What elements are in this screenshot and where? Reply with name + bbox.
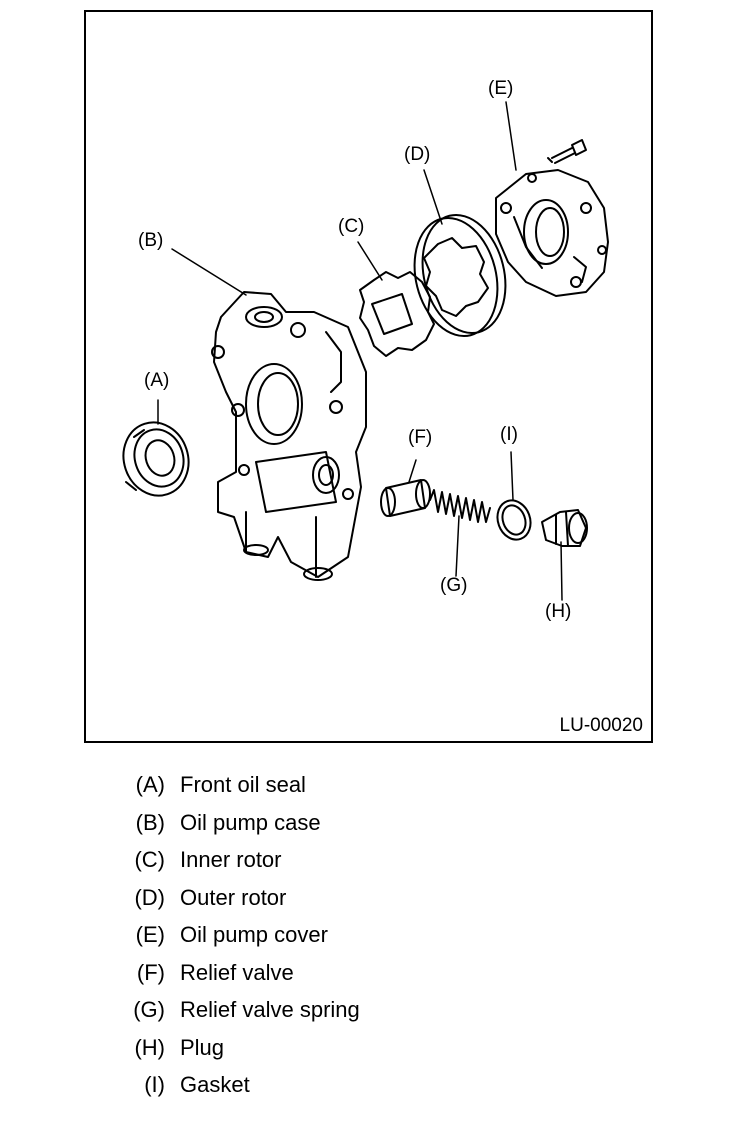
oil-pump-case-part (211, 291, 367, 581)
legend-row: (C) Inner rotor (100, 845, 520, 883)
callout-g: (G) (440, 575, 468, 596)
callout-c: (C) (338, 216, 365, 237)
callout-e: (E) (488, 78, 514, 99)
legend-row: (A) Front oil seal (100, 770, 520, 808)
legend-row: (D) Outer rotor (100, 883, 520, 921)
callout-d: (D) (404, 144, 431, 165)
gasket-part (496, 499, 532, 541)
legend-row: (G) Relief valve spring (100, 995, 520, 1033)
legend-label: Oil pump case (180, 809, 321, 835)
leader-lines (157, 101, 563, 601)
exploded-diagram-frame: (A) (B) (C) (D) (E) (F) (G) (H) (I) LU-0… (84, 10, 653, 743)
legend-label: Gasket (180, 1072, 250, 1097)
legend-key: (B) (135, 809, 165, 835)
legend-label: Front oil seal (180, 772, 306, 797)
legend-row: (E) Oil pump cover (100, 920, 520, 958)
front-oil-seal-part (122, 421, 190, 497)
legend-label: Outer rotor (180, 884, 287, 910)
inner-rotor-part (359, 271, 435, 357)
legend-label: Plug (180, 1034, 225, 1060)
legend-key: (D) (134, 884, 165, 910)
relief-valve-spring-part (429, 489, 491, 523)
callout-h: (H) (545, 601, 572, 622)
figure-code: LU-00020 (559, 715, 643, 736)
oil-pump-cover-part (495, 139, 609, 297)
legend-label: Relief valve spring (180, 997, 360, 1022)
legend-label: Relief valve (180, 959, 294, 985)
outer-rotor-part (413, 213, 507, 338)
callout-i: (I) (500, 424, 518, 445)
legend-row: (H) Plug (100, 1033, 520, 1071)
legend-key: (G) (133, 997, 165, 1022)
legend-label: Inner rotor (180, 847, 282, 872)
parts-legend: (A) Front oil seal (B) Oil pump case (C)… (100, 770, 520, 1108)
callout-b: (B) (138, 230, 164, 251)
legend-key: (C) (134, 847, 165, 872)
legend-key: (A) (135, 772, 165, 797)
callout-a: (A) (144, 370, 170, 391)
legend-key: (F) (136, 959, 165, 985)
relief-valve-part (380, 479, 431, 517)
plug-part (541, 509, 588, 547)
legend-key: (E) (135, 922, 165, 947)
legend-label: Oil pump cover (180, 922, 328, 947)
callout-f: (F) (408, 427, 433, 448)
legend-row: (F) Relief valve (100, 958, 520, 996)
legend-row: (B) Oil pump case (100, 808, 520, 846)
legend-key: (I) (144, 1072, 165, 1097)
legend-key: (H) (134, 1034, 165, 1060)
legend-row: (I) Gasket (100, 1070, 520, 1108)
oil-pump-exploded-drawing (122, 101, 609, 601)
